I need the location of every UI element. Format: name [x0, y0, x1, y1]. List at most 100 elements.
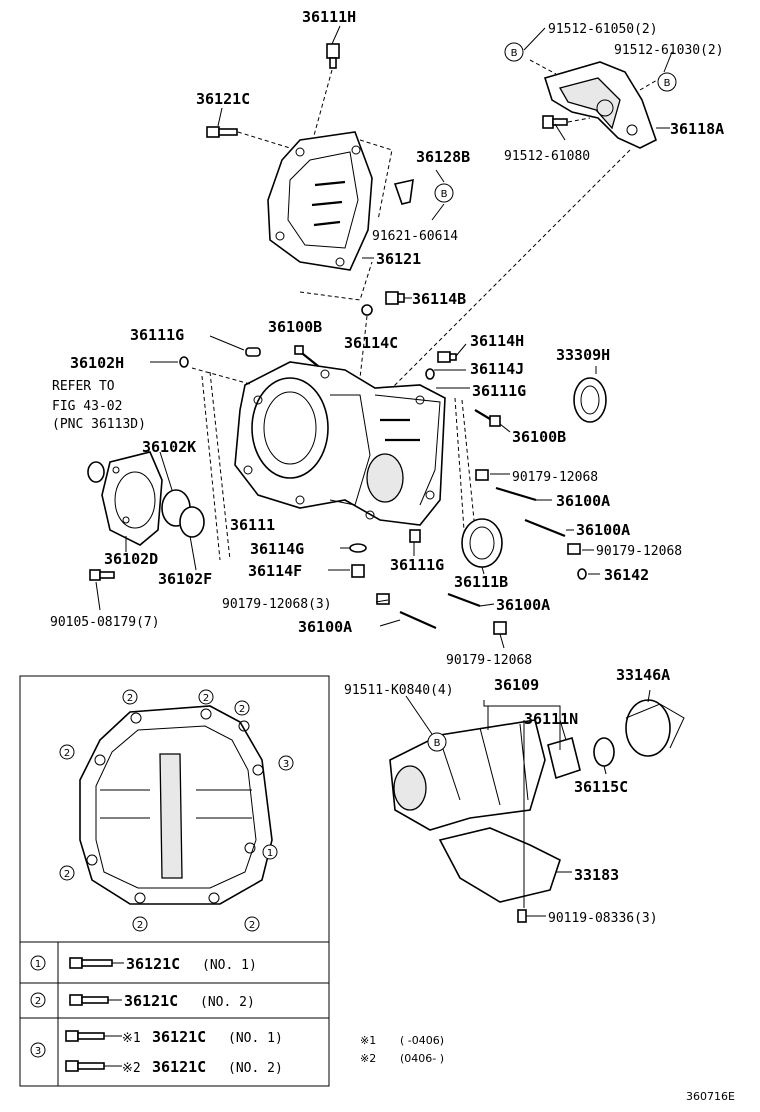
part-36109-extension: [389, 719, 546, 831]
part-36111-case: [234, 361, 446, 526]
svg-text:2: 2: [239, 704, 245, 715]
part-36111g-pin-c: [409, 529, 421, 543]
label-36121c: 36121C: [196, 90, 250, 108]
label-90179-12068-b: 90179-12068: [596, 544, 682, 559]
part-90179-nut-d: [493, 621, 507, 635]
svg-text:36121C: 36121C: [152, 1058, 206, 1076]
label-36100a-c: 36100A: [496, 596, 550, 614]
part-36102d-housing: [101, 451, 163, 546]
legend-row-2: 2 36121C (NO. 2): [30, 992, 255, 1010]
label-36111: 36111: [230, 516, 275, 534]
part-90179-nut-a: [475, 469, 489, 481]
label-36102f: 36102F: [158, 570, 212, 588]
label-36114c: 36114C: [344, 334, 398, 352]
label-91621-60614: 91621-60614: [372, 229, 458, 244]
footnotes: ※1 ( -0406) ※2 (0406- ): [360, 1034, 444, 1065]
svg-text:※1: ※1: [360, 1034, 376, 1047]
label-36100a-d: 36100A: [298, 618, 352, 636]
label-90105-08179: 90105-08179(7): [50, 615, 160, 630]
label-36111g-c: 36111G: [390, 556, 444, 574]
svg-text:2: 2: [64, 869, 70, 880]
label-36121: 36121: [376, 250, 421, 268]
part-36114f-plug: [351, 564, 365, 578]
part-36100a-stud-c: [447, 592, 481, 608]
label-36100a-b: 36100A: [576, 521, 630, 539]
label-36111h: 36111H: [302, 8, 356, 26]
part-90179-nut-b: [567, 543, 581, 555]
svg-text:2: 2: [64, 748, 70, 759]
part-36100b-stud-a: [294, 345, 319, 367]
part-36128b-wedge: [393, 178, 414, 205]
label-36111n: 36111N: [524, 710, 578, 728]
svg-text:(NO. 1): (NO. 1): [228, 1031, 283, 1046]
svg-text:2: 2: [35, 996, 41, 1007]
part-36111h-plug: [326, 43, 340, 69]
label-36111g-b: 36111G: [472, 382, 526, 400]
svg-text:( -0406): ( -0406): [400, 1034, 444, 1047]
svg-text:3: 3: [283, 759, 289, 770]
callout-b-2: B: [657, 72, 677, 92]
svg-text:(NO. 1): (NO. 1): [202, 958, 257, 973]
label-36115c: 36115C: [574, 778, 628, 796]
svg-text:1: 1: [267, 848, 273, 859]
label-36102k: 36102K: [142, 438, 196, 456]
part-36115c-seal: [593, 737, 615, 767]
inset-bolt-pattern: 2 2 2 2 3 1 2 2 2 1 36121C (NO. 1) 2 361: [19, 675, 330, 1087]
part-labels: 36111H 36121C 91512-61050(2) 91512-61030…: [50, 8, 724, 926]
label-36100b-b: 36100B: [512, 428, 566, 446]
part-33183-shield: [438, 827, 561, 903]
label-33183: 33183: [574, 866, 619, 884]
legend-row-3: 3 ※1 36121C (NO. 1) ※2 36121C (NO. 2): [30, 1028, 283, 1076]
part-36100a-stud-d: [399, 610, 437, 630]
label-36114g: 36114G: [250, 540, 304, 558]
inset-markers: 2 2 2 2 3 1 2 2 2: [59, 689, 294, 932]
part-90119-bolt: [517, 909, 527, 923]
svg-text:B: B: [511, 48, 518, 59]
svg-text:36121C: 36121C: [152, 1028, 206, 1046]
svg-text:※1: ※1: [122, 1031, 141, 1046]
inset-frame: [19, 675, 330, 1087]
svg-text:(0406- ): (0406- ): [400, 1052, 444, 1065]
label-33309h: 33309H: [556, 346, 610, 364]
part-36111b-bearing: [461, 518, 503, 568]
label-36114b: 36114B: [412, 290, 466, 308]
label-36118a: 36118A: [670, 120, 724, 138]
svg-text:2: 2: [127, 693, 133, 704]
label-36114h: 36114H: [470, 332, 524, 350]
label-90179-12068-d: 90179-12068: [446, 653, 532, 668]
part-36118a-bracket: [543, 61, 657, 149]
diagram-code: 360716E: [686, 1090, 735, 1103]
part-36102f-ring: [179, 506, 205, 538]
part-36100a-stud-b: [524, 518, 566, 538]
part-36111n-bushing: [547, 736, 581, 780]
label-36102h: 36102H: [70, 354, 124, 372]
label-36128b: 36128B: [416, 148, 470, 166]
part-36100b-stud-b: [474, 409, 501, 427]
label-36109: 36109: [494, 676, 539, 694]
label-91512-61080: 91512-61080: [504, 149, 590, 164]
part-36142-washer: [577, 568, 587, 580]
inset-cover-outline: [79, 705, 273, 905]
label-36100b-a: 36100B: [268, 318, 322, 336]
svg-text:3: 3: [35, 1046, 41, 1057]
part-36114g-washer: [349, 543, 367, 553]
svg-text:※2: ※2: [122, 1061, 141, 1076]
label-refer-fig: FIG 43-02: [52, 399, 122, 414]
part-90105-bolt: [89, 569, 115, 581]
leader-lines: [95, 25, 673, 917]
part-90179-nut-c: [376, 593, 390, 605]
callout-b-1: B: [504, 42, 524, 62]
svg-text:2: 2: [137, 920, 143, 931]
callout-b-3: B: [434, 183, 454, 203]
label-36114j: 36114J: [470, 360, 524, 378]
label-36100a-a: 36100A: [556, 492, 610, 510]
svg-text:(NO. 2): (NO. 2): [200, 995, 255, 1010]
svg-text:1: 1: [35, 959, 41, 970]
svg-text:36121C: 36121C: [126, 955, 180, 973]
part-33309h-seal: [573, 377, 607, 423]
part-36102h-washer: [179, 356, 189, 368]
svg-text:B: B: [434, 738, 441, 749]
label-refer-pnc: (PNC 36113D): [52, 417, 146, 432]
svg-text:(NO. 2): (NO. 2): [228, 1061, 283, 1076]
svg-text:36121C: 36121C: [124, 992, 178, 1010]
